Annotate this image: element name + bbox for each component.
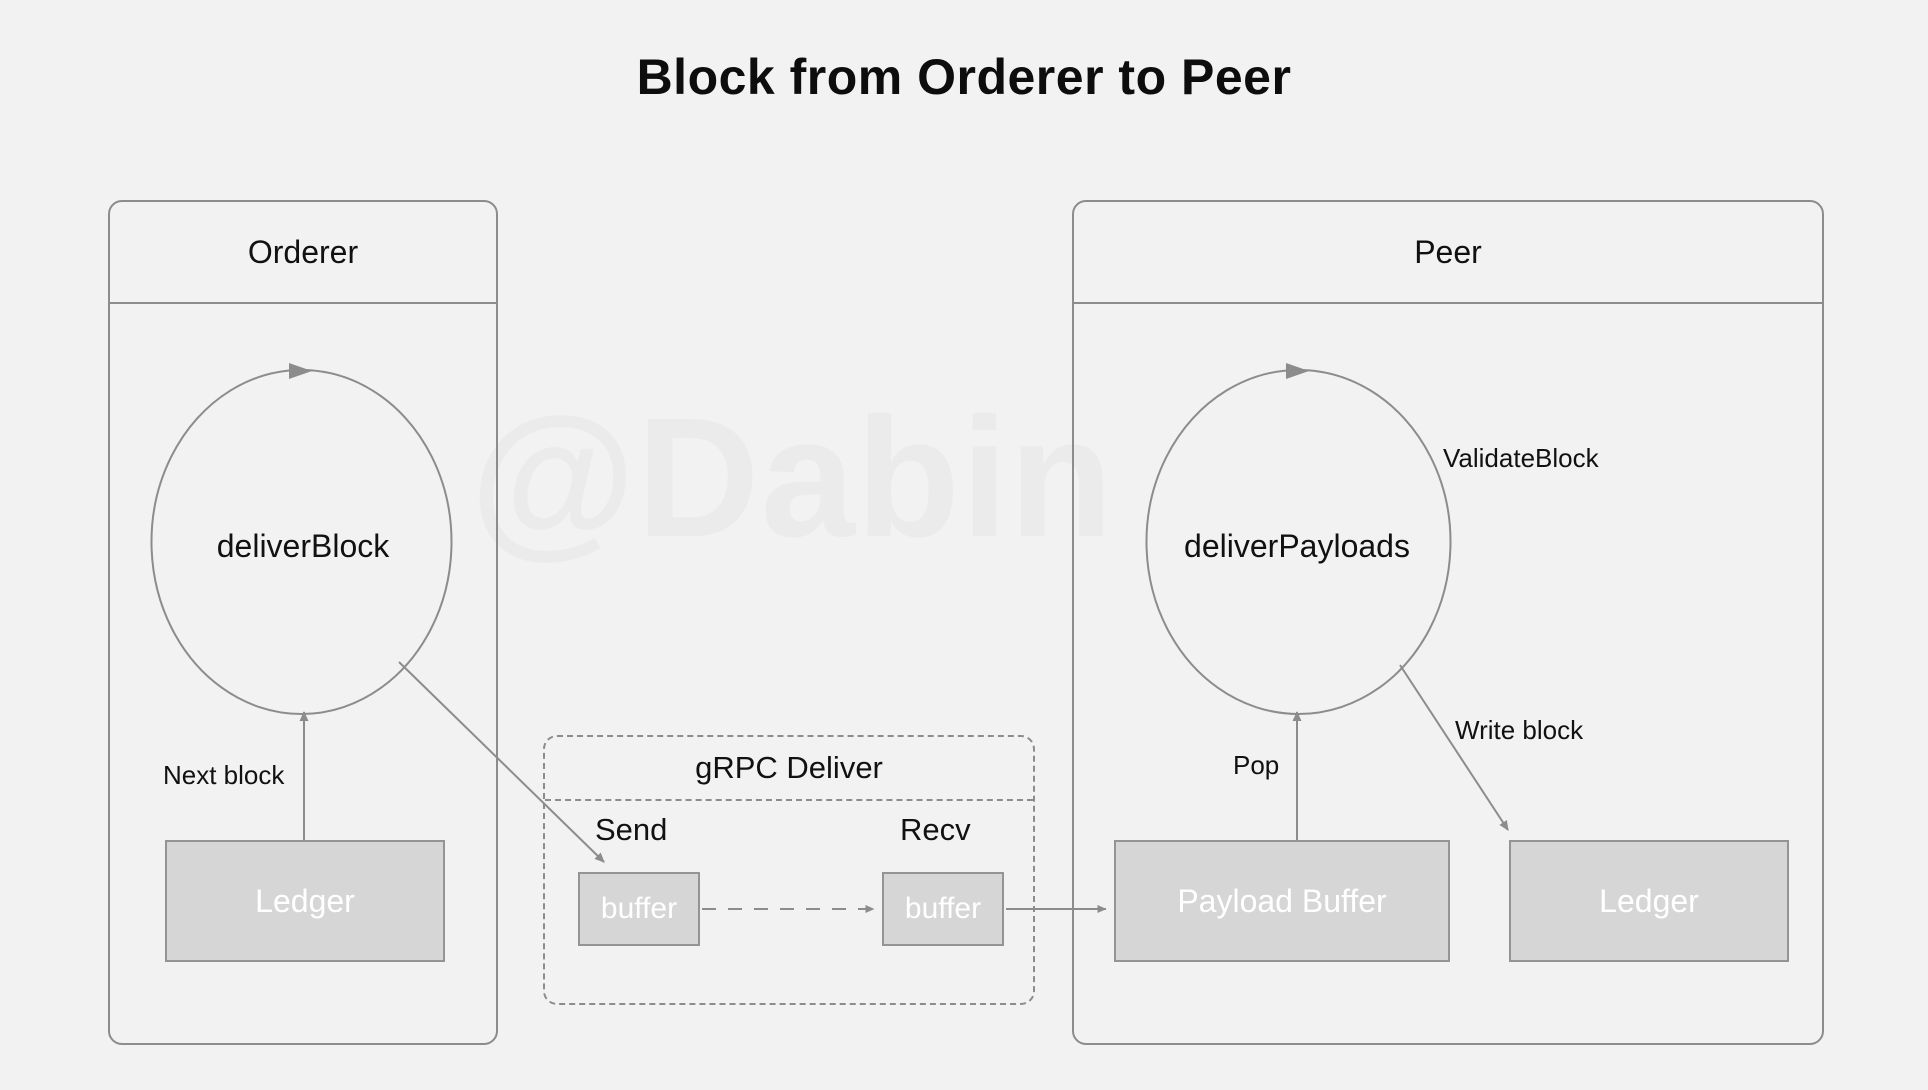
peer-panel-title: Peer bbox=[1074, 202, 1822, 304]
deliver-payloads-label: deliverPayloads bbox=[1184, 528, 1410, 564]
send-column-label: Send bbox=[595, 812, 668, 847]
orderer-ledger-box: Ledger bbox=[165, 840, 445, 962]
grpc-deliver-panel-title: gRPC Deliver bbox=[545, 737, 1033, 801]
orderer-panel: Orderer bbox=[108, 200, 498, 1045]
write-block-edge-label: Write block bbox=[1455, 715, 1584, 745]
page-title: Block from Orderer to Peer bbox=[636, 49, 1292, 105]
deliver-block-label: deliverBlock bbox=[216, 528, 390, 564]
pop-edge-label: Pop bbox=[1233, 750, 1280, 780]
watermark-text: @Dabin bbox=[470, 383, 1114, 573]
validate-block-edge-label: ValidateBlock bbox=[1443, 443, 1599, 473]
send-buffer-box: buffer bbox=[578, 872, 700, 946]
recv-buffer-box: buffer bbox=[882, 872, 1004, 946]
next-block-edge-label: Next block bbox=[163, 760, 285, 790]
recv-column-label: Recv bbox=[900, 812, 971, 847]
grpc-deliver-panel: gRPC Deliver bbox=[543, 735, 1035, 1005]
orderer-panel-title: Orderer bbox=[110, 202, 496, 304]
peer-ledger-box: Ledger bbox=[1509, 840, 1789, 962]
payload-buffer-box: Payload Buffer bbox=[1114, 840, 1450, 962]
peer-panel: Peer bbox=[1072, 200, 1824, 1045]
